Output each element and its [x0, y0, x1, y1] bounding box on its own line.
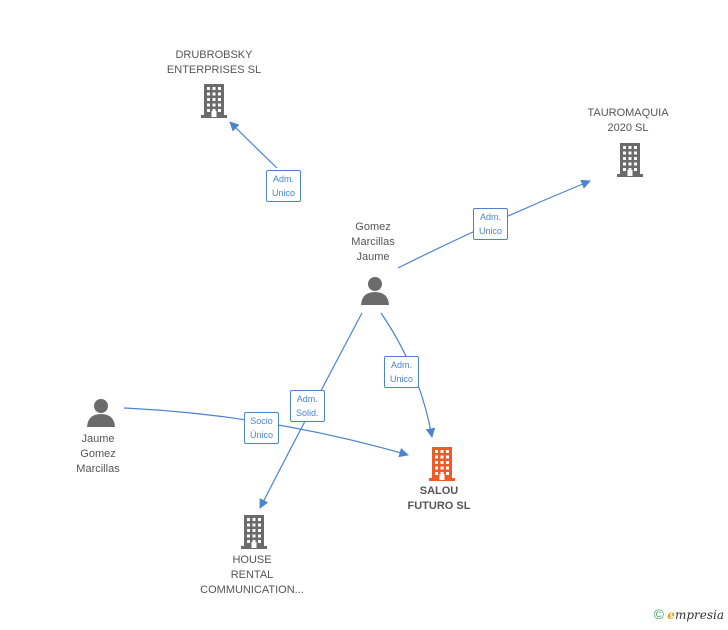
- node-label-line: COMMUNICATION...: [200, 584, 304, 596]
- node-label-line: SALOU: [419, 485, 459, 497]
- edge-label-line: Adm.: [296, 394, 318, 404]
- edge-label-line: Único: [250, 430, 274, 440]
- node-label-line: TAUROMAQUIA: [587, 107, 669, 119]
- building-icon-drubrobsky[interactable]: [198, 83, 230, 124]
- building-icon-house[interactable]: [238, 514, 270, 555]
- person-icon-jaume[interactable]: [86, 398, 116, 433]
- edge-gomez-to-drubrobsky: [229, 121, 278, 169]
- edge-label-line: Unico: [390, 374, 414, 384]
- node-label-tauromaquia[interactable]: TAUROMAQUIA 2020 SL: [587, 106, 668, 136]
- node-label-line: HOUSE: [232, 554, 272, 566]
- edge-label-e1[interactable]: Adm. Unico: [266, 170, 302, 202]
- node-label-house[interactable]: HOUSE RENTAL COMMUNICATION...: [200, 553, 304, 598]
- node-label-line: ENTERPRISES SL: [166, 64, 262, 76]
- building-icon-salou[interactable]: [426, 446, 458, 487]
- copyright-symbol: ©: [653, 606, 664, 622]
- edge-label-e4[interactable]: Adm. Solid.: [290, 390, 325, 422]
- node-label-line: Marcillas: [76, 463, 120, 475]
- node-label-line: Marcillas: [351, 236, 395, 248]
- node-label-line: RENTAL: [230, 569, 274, 581]
- brand-logo[interactable]: empresia: [667, 608, 724, 622]
- node-label-drubrobsky[interactable]: DRUBROBSKY ENTERPRISES SL: [167, 48, 261, 78]
- node-label-line: Jaume: [81, 433, 115, 445]
- edge-label-e2[interactable]: Adm. Unico: [473, 208, 509, 240]
- node-label-line: 2020 SL: [607, 122, 649, 134]
- footer: © empresia: [654, 606, 724, 622]
- edge-label-line: Adm.: [391, 360, 413, 370]
- edge-label-line: Unico: [479, 226, 503, 236]
- edge-label-line: Unico: [272, 188, 296, 198]
- node-label-line: FUTURO SL: [407, 500, 471, 512]
- node-label-line: DRUBROBSKY: [175, 49, 253, 61]
- building-icon-tauromaquia[interactable]: [614, 142, 646, 183]
- node-label-line: Gomez: [80, 448, 116, 460]
- edge-label-line: Adm.: [480, 212, 502, 222]
- edge-label-line: Socio: [250, 416, 273, 426]
- edge-label-line: Adm.: [273, 174, 295, 184]
- node-label-line: Gomez: [355, 221, 391, 233]
- node-label-salou[interactable]: SALOU FUTURO SL: [408, 484, 471, 514]
- node-label-line: Jaume: [356, 251, 390, 263]
- person-icon-gomez[interactable]: [360, 276, 390, 311]
- edge-label-line: Solid.: [296, 408, 319, 418]
- edge-label-e3[interactable]: Adm. Unico: [384, 356, 420, 388]
